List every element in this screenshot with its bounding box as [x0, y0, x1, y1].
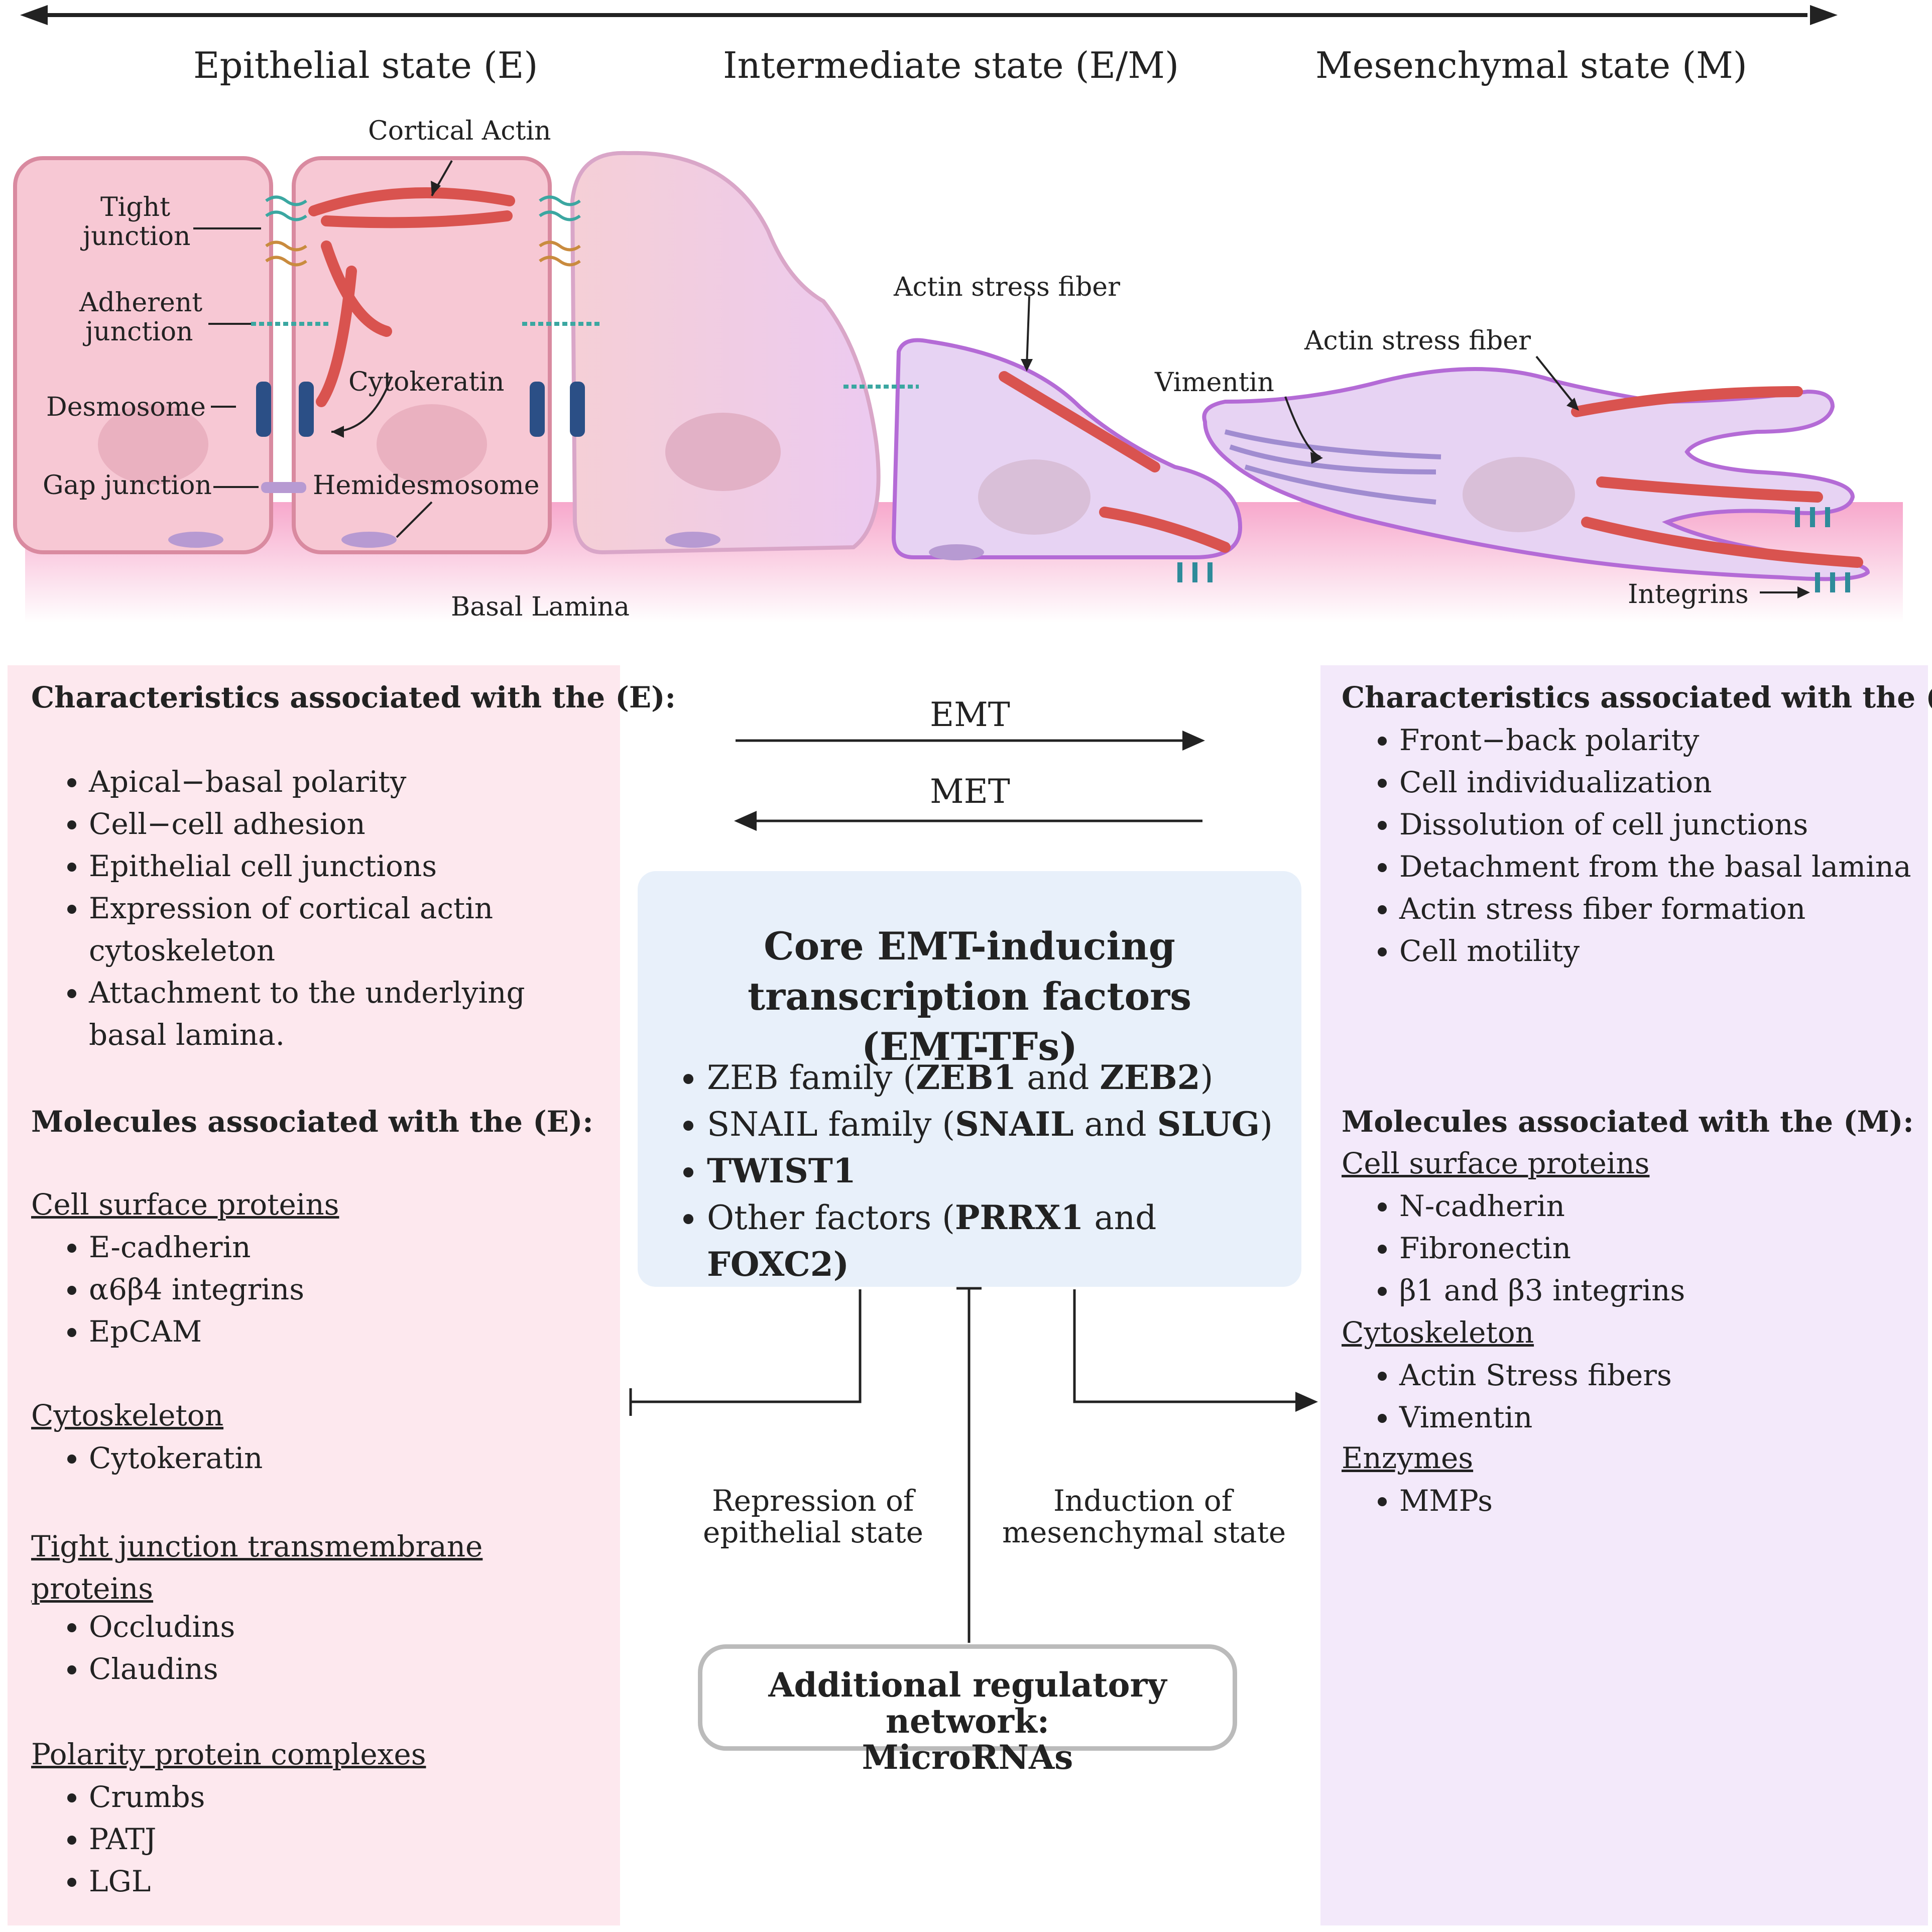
hemidesmosome-markers: [168, 532, 984, 560]
actin-stress-fiber-label-1: Actin stress fiber: [894, 272, 1120, 302]
epithelial-characteristics-list: Apical−basal polarity Cell−cell adhesion…: [31, 761, 601, 1056]
desmosome-markers: [256, 382, 585, 437]
list-item: Dissolution of cell junctions: [1399, 803, 1911, 846]
emt-label: EMT: [930, 695, 1010, 734]
cytokeratin-label: Cytokeratin: [348, 367, 505, 397]
integrins-label: Integrins: [1628, 579, 1749, 610]
epithelial-state-title: Epithelial state (E): [193, 44, 538, 86]
epithelial-tight-junction-list: Occludins Claudins: [31, 1606, 235, 1690]
desmosome-label: Desmosome: [46, 392, 206, 422]
epithelial-molecules-title: Molecules associated with the (E):: [31, 1105, 593, 1139]
emt-tf-list: ZEB family (ZEB1 and ZEB2) SNAIL family …: [663, 1054, 1301, 1288]
list-item: Apical−basal polarity: [89, 761, 601, 803]
list-item: EpCAM: [89, 1310, 304, 1353]
epithelial-characteristics-title: Characteristics associated with the (E):: [31, 680, 676, 714]
state-spectrum-arrow: [20, 5, 1838, 25]
list-item: Cell individualization: [1399, 761, 1911, 803]
list-item: Front−back polarity: [1399, 719, 1911, 761]
list-item: β1 and β3 integrins: [1399, 1269, 1685, 1311]
list-item: ZEB family (ZEB1 and ZEB2): [707, 1054, 1301, 1101]
list-item: N-cadherin: [1399, 1185, 1685, 1227]
list-item: Attachment to the underlying basal lamin…: [89, 972, 601, 1056]
list-item: Occludins: [89, 1606, 235, 1648]
group-heading: Polarity protein complexes: [31, 1737, 426, 1771]
list-item: α6β4 integrins: [89, 1268, 304, 1310]
list-item: Actin stress fiber formation: [1399, 888, 1911, 930]
list-item: Fibronectin: [1399, 1227, 1685, 1269]
mesenchymal-state-title: Mesenchymal state (M): [1315, 44, 1747, 86]
integrin-markers: [1177, 507, 1850, 592]
list-item: E-cadherin: [89, 1226, 304, 1268]
vimentin-label: Vimentin: [1155, 368, 1274, 398]
mesenchymal-surface-list: N-cadherin Fibronectin β1 and β3 integri…: [1342, 1185, 1685, 1311]
tight-junction-markers: [265, 195, 581, 267]
mesenchymal-enzymes-list: MMPs: [1342, 1480, 1493, 1522]
mesenchymal-characteristics-title: Characteristics associated with the (M):: [1342, 680, 1932, 714]
induction-label-2: mesenchymal state: [1002, 1515, 1286, 1549]
list-item: Detachment from the basal lamina: [1399, 846, 1911, 888]
group-heading: Cytoskeleton: [1342, 1315, 1534, 1350]
adherent-junction-label-1: Adherent: [79, 288, 203, 318]
cell-illustration: [13, 151, 1903, 623]
mesenchymal-cytoskeleton-list: Actin Stress fibers Vimentin: [1342, 1354, 1672, 1438]
list-item: TWIST1: [707, 1148, 1301, 1194]
epithelial-cell-1: [13, 156, 273, 554]
list-item: SNAIL family (SNAIL and SLUG): [707, 1101, 1301, 1148]
actin-fibers: [308, 187, 1863, 568]
list-item: MMPs: [1399, 1480, 1493, 1522]
repression-label-1: Repression of: [712, 1484, 914, 1518]
list-item: Crumbs: [89, 1776, 205, 1818]
list-item: LGL: [89, 1860, 205, 1902]
list-item: Cell−cell adhesion: [89, 803, 601, 845]
actin-stress-fiber-label-2: Actin stress fiber: [1304, 326, 1531, 356]
cortical-actin-label: Cortical Actin: [368, 116, 551, 146]
epithelial-cell-2: [292, 156, 552, 554]
gap-junction-marker: [261, 482, 306, 493]
repression-label-2: epithelial state: [703, 1515, 923, 1549]
mesenchymal-panel: [1320, 665, 1928, 1925]
group-heading: Cell surface proteins: [1342, 1146, 1650, 1180]
list-item: Expression of cortical actin cytoskeleto…: [89, 887, 601, 972]
group-heading: Cytoskeleton: [31, 1398, 224, 1432]
gap-junction-label: Gap junction: [43, 470, 212, 501]
leader-arrowheads: [331, 181, 1810, 598]
met-label: MET: [930, 772, 1010, 811]
mesenchymal-characteristics-list: Front−back polarity Cell individualizati…: [1342, 719, 1911, 972]
tight-junction-label-2: junction: [83, 221, 191, 252]
epithelial-polarity-list: Crumbs PATJ LGL: [31, 1776, 205, 1902]
list-item: Other factors (PRRX1 and FOXC2): [707, 1194, 1301, 1288]
hemidesmosome-label: Hemidesmosome: [313, 470, 540, 501]
group-heading: Cell surface proteins: [31, 1187, 339, 1222]
intermediate-state-title: Intermediate state (E/M): [723, 44, 1179, 86]
regulation-connectors: [629, 1287, 1318, 1643]
microrna-line-1: Additional regulatory network:: [768, 1665, 1167, 1741]
tight-junction-label-1: Tight: [100, 192, 170, 222]
intermediate-cell: [570, 151, 881, 555]
list-item: Claudins: [89, 1648, 235, 1690]
microrna-line-2: MicroRNAs: [862, 1738, 1073, 1777]
epithelial-panel: [8, 665, 620, 1925]
list-item: Vimentin: [1399, 1396, 1672, 1438]
core-emt-tf-title: Core EMT-inducing transcription factors …: [748, 924, 1191, 1069]
mesenchymal-molecules-title: Molecules associated with the (M):: [1342, 1105, 1914, 1139]
group-heading: Enzymes: [1342, 1441, 1474, 1475]
epithelial-cytoskeleton-list: Cytokeratin: [31, 1437, 263, 1479]
basal-lamina-label: Basal Lamina: [451, 592, 630, 622]
list-item: Actin Stress fibers: [1399, 1354, 1672, 1396]
list-item: Cytokeratin: [89, 1437, 263, 1479]
epithelial-surface-list: E-cadherin α6β4 integrins EpCAM: [31, 1226, 304, 1353]
group-heading: Tight junction transmembrane proteins: [31, 1529, 483, 1606]
adherent-junction-label-2: junction: [85, 317, 193, 347]
list-item: PATJ: [89, 1818, 205, 1860]
emt-met-arrows: [734, 731, 1205, 831]
microrna-box: Additional regulatory network: MicroRNAs: [698, 1644, 1237, 1775]
list-item: Epithelial cell junctions: [89, 845, 601, 887]
induction-label-1: Induction of: [1053, 1484, 1233, 1518]
vimentin-filaments: [1224, 429, 1441, 505]
core-emt-tf-box: Core EMT-inducing transcription factors …: [638, 871, 1301, 1287]
list-item: Cell motility: [1399, 930, 1911, 972]
adherent-junction-markers: [251, 322, 919, 389]
